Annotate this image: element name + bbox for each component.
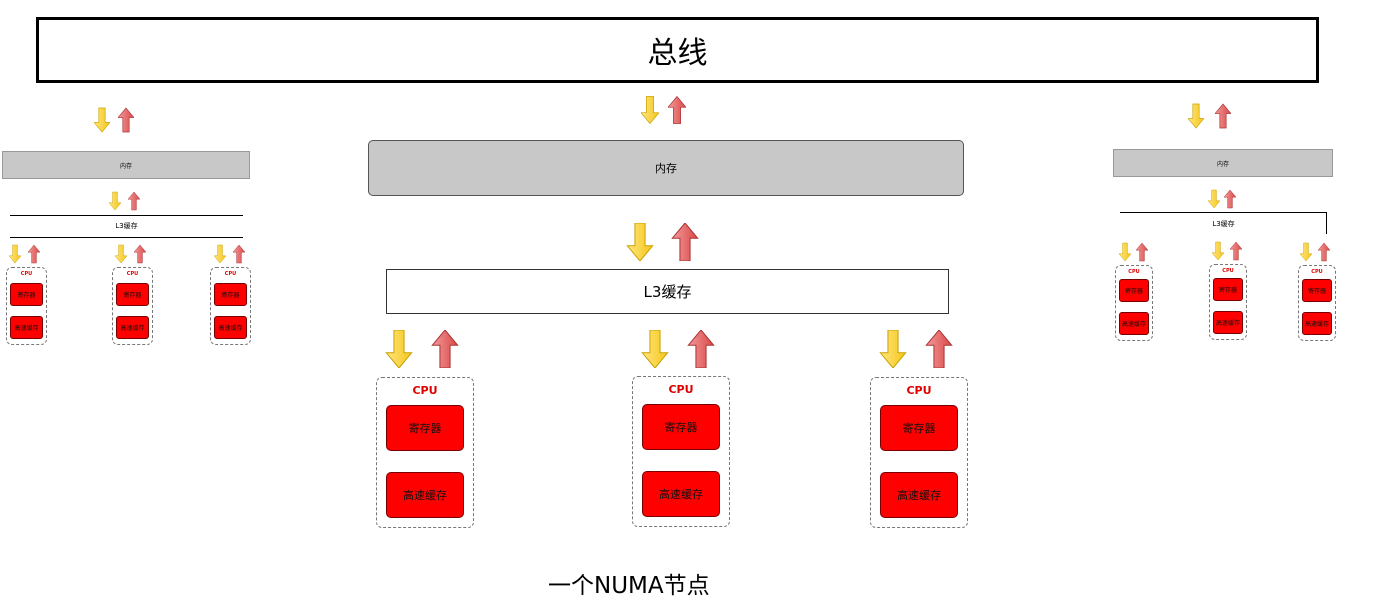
- cache-block: 高速缓存: [642, 471, 720, 517]
- arrow-up-icon: [687, 330, 715, 368]
- right-l3-side-border: [1326, 212, 1327, 234]
- arrow-down-icon: [626, 223, 654, 261]
- arrow-up-icon: [431, 330, 459, 368]
- bus-bar: 总线: [36, 17, 1319, 83]
- cpu-box: CPU 寄存器 高速缓存: [376, 377, 474, 528]
- cache-block: 高速缓存: [1213, 311, 1243, 334]
- arrow-down-icon: [115, 244, 127, 264]
- arrow-down-icon: [1212, 241, 1224, 261]
- register-block: 寄存器: [214, 283, 247, 306]
- arrow-up-icon: [28, 244, 40, 264]
- register-block: 寄存器: [1119, 279, 1149, 302]
- arrow-down-icon: [641, 96, 659, 124]
- right-l3-top-border: [1120, 212, 1327, 213]
- arrow-down-icon: [109, 191, 121, 211]
- cpu-label: CPU: [224, 271, 237, 277]
- l3-cache-block: L3缓存: [386, 269, 949, 314]
- register-block: 寄存器: [1213, 278, 1243, 301]
- arrow-up-icon: [671, 223, 699, 261]
- cache-block: 高速缓存: [386, 472, 464, 518]
- cpu-label: CPU: [126, 271, 139, 277]
- arrow-up-icon: [1136, 242, 1148, 262]
- arrow-down-icon: [1208, 189, 1220, 209]
- register-block: 寄存器: [386, 405, 464, 451]
- cpu-label: CPU: [1222, 268, 1234, 274]
- right-l3-label: L3缓存: [1212, 220, 1235, 228]
- arrow-up-icon: [118, 106, 134, 134]
- register-block: 寄存器: [880, 405, 958, 451]
- register-block: 寄存器: [116, 283, 149, 306]
- left-cpu-box: CPU 寄存器 高速缓存: [112, 267, 153, 345]
- cpu-label: CPU: [20, 271, 33, 277]
- arrow-down-icon: [879, 330, 907, 368]
- arrow-up-icon: [1318, 242, 1330, 262]
- arrow-up-icon: [668, 96, 686, 124]
- l3-cache-label: L3缓存: [643, 283, 692, 301]
- left-l3-label: L3缓存: [115, 222, 138, 230]
- cpu-box: CPU 寄存器 高速缓存: [632, 376, 730, 527]
- left-l3-bottom-border: [10, 237, 243, 238]
- right-cpu-box: CPU 寄存器 高速缓存: [1115, 265, 1153, 341]
- register-block: 寄存器: [10, 283, 43, 306]
- cpu-label: CPU: [1128, 269, 1140, 275]
- left-memory-block: 内存: [2, 151, 250, 179]
- cache-block: 高速缓存: [214, 316, 247, 339]
- arrow-down-icon: [94, 106, 110, 134]
- right-memory-label: 内存: [1216, 160, 1229, 168]
- cache-block: 高速缓存: [10, 316, 43, 339]
- left-cpu-box: CPU 寄存器 高速缓存: [6, 267, 47, 345]
- arrow-down-icon: [214, 244, 226, 264]
- arrow-up-icon: [1215, 101, 1231, 131]
- bus-label: 总线: [647, 36, 708, 71]
- cpu-label: CPU: [668, 383, 694, 396]
- cache-block: 高速缓存: [1302, 312, 1332, 335]
- arrow-down-icon: [1300, 242, 1312, 262]
- memory-block: 内存: [368, 140, 964, 196]
- memory-label: 内存: [655, 162, 677, 175]
- left-cpu-box: CPU 寄存器 高速缓存: [210, 267, 251, 345]
- cpu-box: CPU 寄存器 高速缓存: [870, 377, 968, 528]
- arrow-up-icon: [128, 191, 140, 211]
- arrow-up-icon: [1230, 241, 1242, 261]
- arrow-down-icon: [1188, 101, 1204, 131]
- arrow-down-icon: [641, 330, 669, 368]
- cpu-label: CPU: [906, 384, 932, 397]
- arrow-down-icon: [1119, 242, 1131, 262]
- numa-node-caption: 一个NUMA节点: [548, 573, 710, 599]
- arrow-down-icon: [385, 330, 413, 368]
- cpu-label: CPU: [1311, 269, 1323, 275]
- arrow-up-icon: [233, 244, 245, 264]
- left-l3-top-border: [10, 215, 243, 216]
- left-memory-label: 内存: [119, 162, 132, 170]
- register-block: 寄存器: [642, 404, 720, 450]
- cache-block: 高速缓存: [1119, 312, 1149, 335]
- right-cpu-box: CPU 寄存器 高速缓存: [1209, 264, 1247, 340]
- right-cpu-box: CPU 寄存器 高速缓存: [1298, 265, 1336, 341]
- arrow-up-icon: [925, 330, 953, 368]
- arrow-down-icon: [9, 244, 21, 264]
- right-memory-block: 内存: [1113, 149, 1333, 177]
- arrow-up-icon: [1224, 189, 1236, 209]
- arrow-up-icon: [134, 244, 146, 264]
- cache-block: 高速缓存: [116, 316, 149, 339]
- register-block: 寄存器: [1302, 279, 1332, 302]
- cache-block: 高速缓存: [880, 472, 958, 518]
- cpu-label: CPU: [412, 384, 438, 397]
